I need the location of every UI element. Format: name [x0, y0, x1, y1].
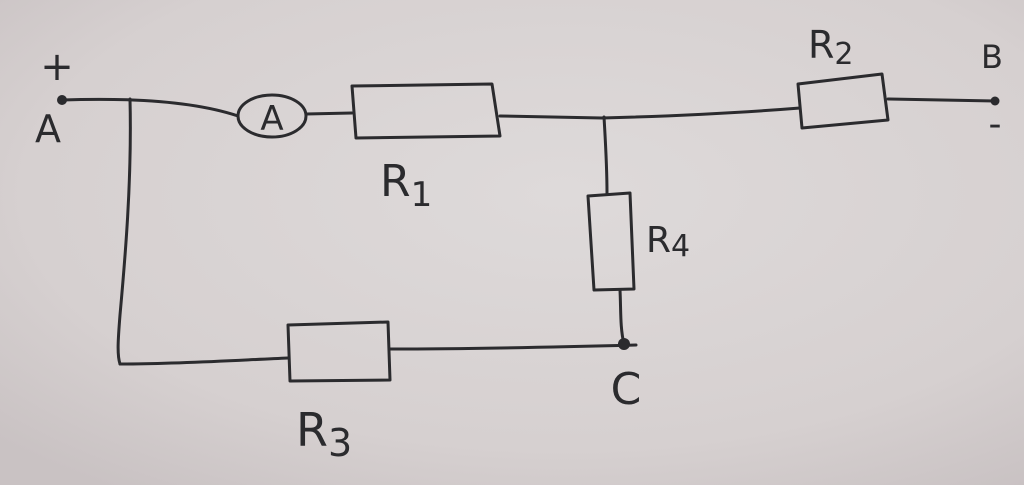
node-c-dot: [618, 338, 630, 350]
terminal-b-label: B: [981, 38, 1003, 76]
wire-junction-to-r4: [602, 115, 609, 195]
terminal-a-polarity: +: [40, 44, 74, 90]
resistor-r4-label-sub: 4: [671, 229, 690, 264]
wire-r3-to-c: [388, 343, 638, 351]
resistor-r4-label: R4: [646, 220, 690, 264]
resistor-r2-label: R2: [808, 23, 854, 72]
ammeter-circle: [236, 93, 308, 139]
resistor-r4-label-main: R: [646, 220, 671, 261]
resistor-r3-label-main: R: [296, 403, 328, 457]
wire-r2-to-b: [886, 97, 997, 103]
node-c-label: C: [611, 364, 642, 415]
resistor-r3-label-sub: 3: [328, 421, 352, 465]
terminal-a-label: A: [35, 107, 61, 151]
terminal-a-dot: [57, 95, 67, 105]
resistor-r3-label: R3: [296, 403, 352, 465]
wire-a-to-ammeter: [60, 97, 240, 118]
resistor-r1-label-sub: 1: [411, 175, 433, 215]
wire-r1-to-junction: [498, 114, 604, 120]
resistor-r2-label-sub: 2: [834, 37, 853, 72]
resistor-r1-label-main: R: [380, 156, 411, 207]
ammeter-label: A: [260, 99, 283, 139]
resistor-r2: [796, 72, 890, 130]
wire-junction-to-r2: [600, 106, 802, 120]
resistor-r1: [350, 82, 502, 140]
resistor-r1-label: R1: [380, 156, 432, 215]
resistor-r2-label-main: R: [808, 23, 834, 67]
terminal-b-dot: [990, 96, 1000, 106]
terminal-b-polarity: -: [989, 104, 1002, 145]
wire-left-vertical: [116, 97, 132, 366]
resistor-r3: [286, 320, 392, 383]
resistor-r4: [586, 191, 636, 292]
wire-bottom-left: [118, 356, 290, 366]
wire-ammeter-to-r1: [304, 111, 354, 116]
